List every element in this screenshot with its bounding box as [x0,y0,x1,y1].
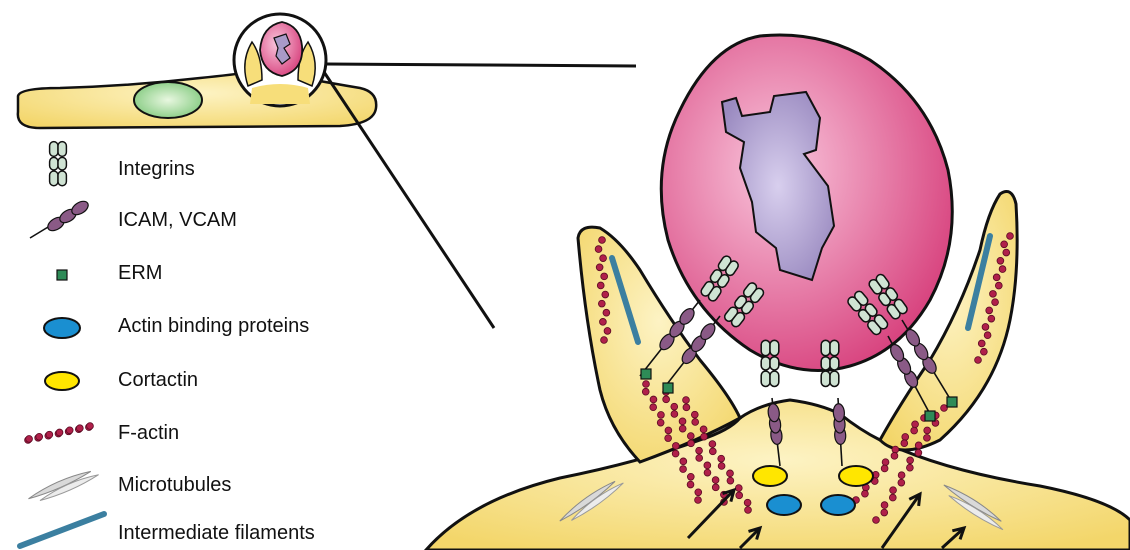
legend-label-f-actin: F-actin [118,422,179,445]
erm-right-1 [925,411,935,421]
zoom-circle [234,14,326,106]
intermediate-filament-icon [20,514,104,546]
legend-label-intermediate-filaments: Intermediate filaments [118,522,315,545]
cortactin-icon [45,372,79,390]
microtubule-icon [27,467,100,506]
legend-label-actin-binding-proteins: Actin binding proteins [118,315,309,338]
actin-binding-protein-right [821,495,855,515]
overview-nucleus [134,82,202,118]
actin-binding-protein-left [767,495,801,515]
cortactin-right [839,466,873,486]
legend-label-cortactin: Cortactin [118,369,198,392]
integrin-center-left [761,340,779,386]
legend-label-integrins: Integrins [118,158,195,181]
actin-binding-protein-icon [44,318,80,338]
erm-right-2 [947,397,957,407]
erm-left-1 [641,369,651,379]
legend-label-erm: ERM [118,262,162,285]
integrin-icon [50,142,67,186]
leukocyte [661,35,952,370]
zoom-line-top [326,64,636,66]
integrin-center-right [821,340,839,386]
icam-vcam-icon [30,199,91,238]
f-actin-icon [25,423,94,444]
legend-label-microtubules: Microtubules [118,474,231,497]
legend-label-icam-vcam: ICAM, VCAM [118,209,237,232]
zoom-line-bottom [324,72,494,328]
erm-icon [57,270,67,280]
cortactin-left [753,466,787,486]
erm-left-2 [663,383,673,393]
legend-icons [20,142,104,546]
